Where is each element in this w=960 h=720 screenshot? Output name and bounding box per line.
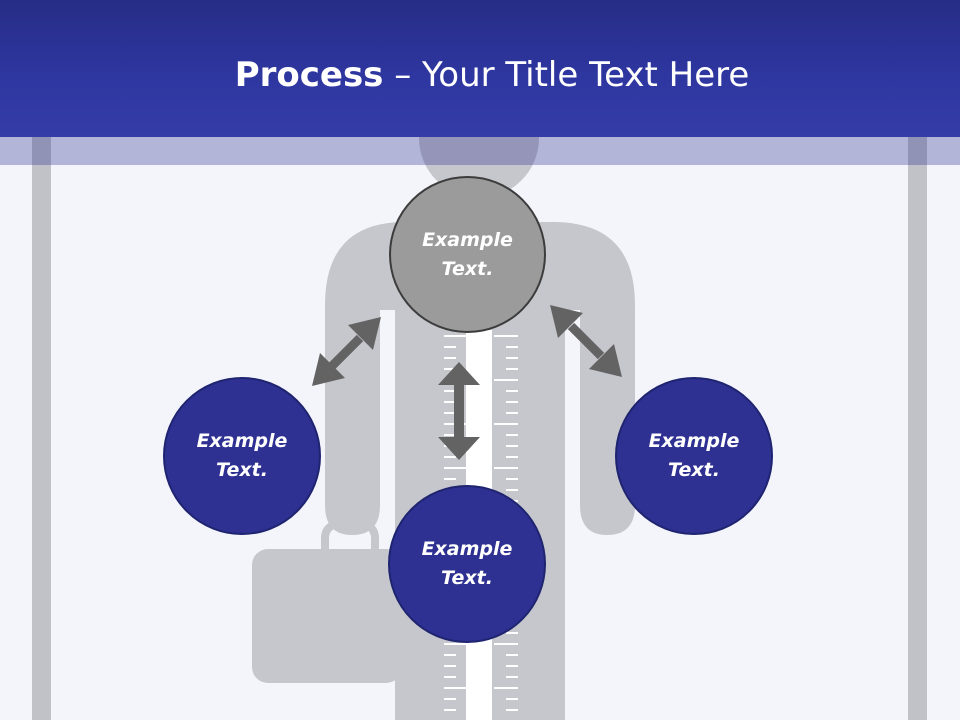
double-arrow-vertical: [438, 362, 480, 460]
double-arrow-right-diagonal: [550, 305, 622, 377]
frame-post-left: [32, 137, 51, 720]
node-right-line2: Text.: [668, 459, 720, 481]
frame-post-right: [908, 137, 927, 720]
node-top-line1: Example: [422, 228, 513, 251]
node-top-line2: Text.: [441, 257, 494, 280]
node-left-line1: Example: [196, 430, 288, 452]
briefcase-handle: [321, 517, 379, 549]
node-right-line1: Example: [648, 430, 740, 452]
title-strong: Process: [234, 55, 384, 95]
page-title: Process – Your Title Text Here: [0, 50, 960, 100]
node-left-line2: Text.: [216, 459, 268, 481]
header-band: [0, 137, 960, 165]
header-bar: [0, 0, 960, 137]
double-arrow-left-diagonal: [312, 317, 381, 386]
title-rest: – Your Title Text Here: [383, 55, 750, 95]
node-bottom-line1: Example: [421, 538, 513, 560]
node-bottom-line2: Text.: [441, 567, 493, 589]
